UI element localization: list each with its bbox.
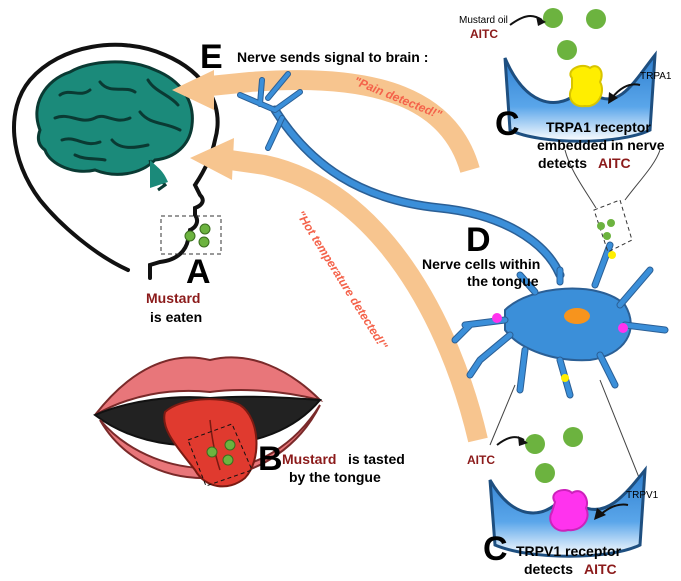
trpv1-spot bbox=[492, 313, 502, 323]
mustard-zoom-box-b bbox=[187, 423, 253, 487]
mustard-zoom-box-a bbox=[160, 215, 222, 255]
mustard-oil-label: Mustard oil bbox=[459, 15, 508, 26]
brain-icon bbox=[35, 60, 194, 192]
trpv1-receptor bbox=[549, 489, 589, 532]
d-line1: Nerve cells within bbox=[422, 256, 540, 272]
c1-aitc: AITC bbox=[598, 155, 631, 171]
aitc-molecule bbox=[563, 427, 583, 447]
c2-aitc: AITC bbox=[584, 561, 617, 577]
c2-line2: detects bbox=[524, 561, 573, 577]
c1-line3: detects bbox=[538, 155, 587, 171]
a-mustard: Mustard bbox=[146, 290, 200, 306]
droplet bbox=[222, 454, 234, 466]
droplet bbox=[603, 232, 611, 240]
c2-line1: TRPV1 receptor bbox=[516, 543, 622, 559]
droplet bbox=[199, 223, 211, 235]
trpa1-inset bbox=[503, 50, 657, 143]
a-is-eaten: is eaten bbox=[150, 309, 202, 325]
trpa1-spot bbox=[608, 251, 616, 259]
aitc-molecule bbox=[557, 40, 577, 60]
label-c-top: C bbox=[495, 105, 520, 143]
label-e: E bbox=[200, 38, 223, 76]
trpv1-spot bbox=[618, 323, 628, 333]
trpv1-label: TRPV1 bbox=[626, 490, 659, 501]
nerve-fiber bbox=[237, 71, 565, 280]
d-line2: the tongue bbox=[467, 273, 539, 289]
droplet bbox=[224, 439, 236, 451]
b-mustard: Mustard bbox=[282, 451, 336, 467]
aitc-molecule bbox=[525, 434, 545, 454]
zoom-lines-top bbox=[564, 149, 661, 209]
droplet bbox=[597, 222, 605, 230]
label-b: B bbox=[258, 440, 283, 478]
aitc-top-label: AITC bbox=[470, 27, 498, 41]
b-is-tasted: is tasted bbox=[348, 451, 405, 467]
c1-line1: TRPA1 receptor bbox=[546, 119, 651, 135]
droplet bbox=[198, 236, 210, 248]
droplet bbox=[184, 230, 196, 242]
aitc-molecule bbox=[586, 9, 606, 29]
label-d: D bbox=[466, 221, 491, 259]
aitc-molecule bbox=[535, 463, 555, 483]
droplet bbox=[607, 219, 615, 227]
tongue-nerve-cell bbox=[451, 241, 669, 399]
cell-nucleus bbox=[564, 308, 590, 324]
b-by-tongue: by the tongue bbox=[289, 469, 381, 485]
hot-signal-arrow bbox=[190, 138, 488, 443]
label-a: A bbox=[186, 253, 211, 291]
head-outline bbox=[12, 42, 220, 280]
label-c-bottom: C bbox=[483, 530, 508, 568]
pain-arrow-text: "Pain detected!" bbox=[352, 74, 444, 122]
c1-line2: embedded in nerve bbox=[537, 137, 665, 153]
aitc-bottom-label: AITC bbox=[467, 453, 495, 467]
caption-e: Nerve sends signal to brain : bbox=[237, 49, 428, 65]
trpa1-receptor bbox=[568, 64, 604, 108]
mouth-icon bbox=[93, 356, 324, 488]
droplet bbox=[206, 446, 218, 458]
aitc-molecule bbox=[543, 8, 563, 28]
zoom-lines-bottom bbox=[489, 379, 641, 481]
trpv1-inset bbox=[488, 465, 647, 558]
trpa1-label: TRPA1 bbox=[640, 71, 672, 82]
trpa1-spot bbox=[561, 374, 569, 382]
tongue bbox=[163, 398, 258, 488]
